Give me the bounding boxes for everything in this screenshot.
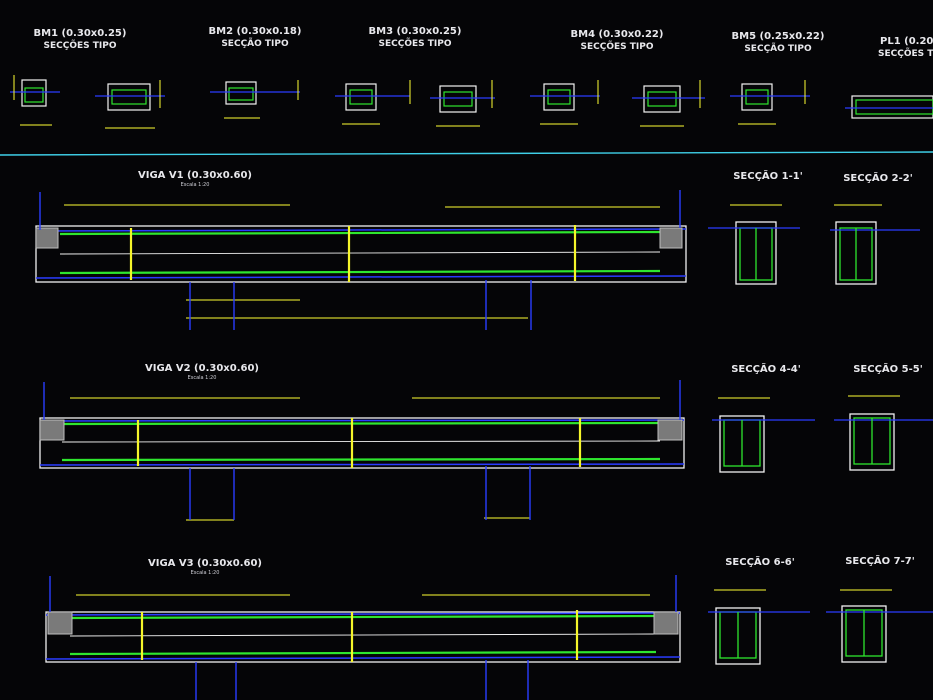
section-7-title: SECÇÃO 7-7' — [845, 554, 915, 567]
bm1-title: BM1 (0.30x0.25) — [34, 28, 127, 39]
bm2-subtitle: SECÇÃO TIPO — [221, 38, 289, 49]
beam-v1-scale: Escala 1:20 — [181, 182, 210, 188]
section-4-title: SECÇÃO 4-4' — [731, 362, 801, 375]
section-1-title: SECÇÃO 1-1' — [733, 169, 803, 182]
pl1-subtitle: SECÇÕES T — [878, 47, 933, 59]
beam-v2-title: VIGA V2 (0.30x0.60) — [145, 363, 259, 374]
top-sections-row: BM1 (0.30x0.25) SECÇÕES TIPO BM2 (0.30x0… — [10, 26, 933, 129]
bm1-subtitle: SECÇÕES TIPO — [44, 39, 117, 51]
row-separator — [0, 151, 933, 156]
section-2-title: SECÇÃO 2-2' — [843, 171, 913, 184]
bm4-subtitle: SECÇÕES TIPO — [581, 40, 654, 52]
section-5-title: SECÇÃO 5-5' — [853, 362, 923, 375]
pl1-title: PL1 (0.20x — [880, 36, 933, 47]
beam-v2-scale: Escala 1:20 — [188, 375, 217, 381]
beam-v2: VIGA V2 (0.30x0.60) Escala 1:20 — [39, 363, 685, 521]
cross-sections: SECÇÃO 1-1' SECÇÃO 2-2' SECÇÃO 4-4' SECÇ… — [708, 169, 933, 665]
bm-section-boxes — [10, 79, 933, 119]
beam-v1-title: VIGA V1 (0.30x0.60) — [138, 170, 252, 181]
bm5-title: BM5 (0.25x0.22) — [732, 31, 825, 42]
bm5-subtitle: SECÇÃO TIPO — [744, 43, 812, 54]
beam-v3: VIGA V3 (0.30x0.60) Escala 1:20 — [45, 558, 681, 700]
bm3-title: BM3 (0.30x0.25) — [369, 26, 462, 37]
bm3-subtitle: SECÇÕES TIPO — [379, 37, 452, 49]
beam-v3-scale: Escala 1:20 — [191, 570, 220, 576]
bm-dimension-lines — [13, 75, 806, 129]
bm4-title: BM4 (0.30x0.22) — [571, 29, 664, 40]
section-6-title: SECÇÃO 6-6' — [725, 555, 795, 568]
beam-v1: VIGA V1 (0.30x0.60) Escala 1:20 — [35, 170, 687, 330]
bm2-title: BM2 (0.30x0.18) — [209, 26, 302, 37]
beam-v3-title: VIGA V3 (0.30x0.60) — [148, 558, 262, 569]
